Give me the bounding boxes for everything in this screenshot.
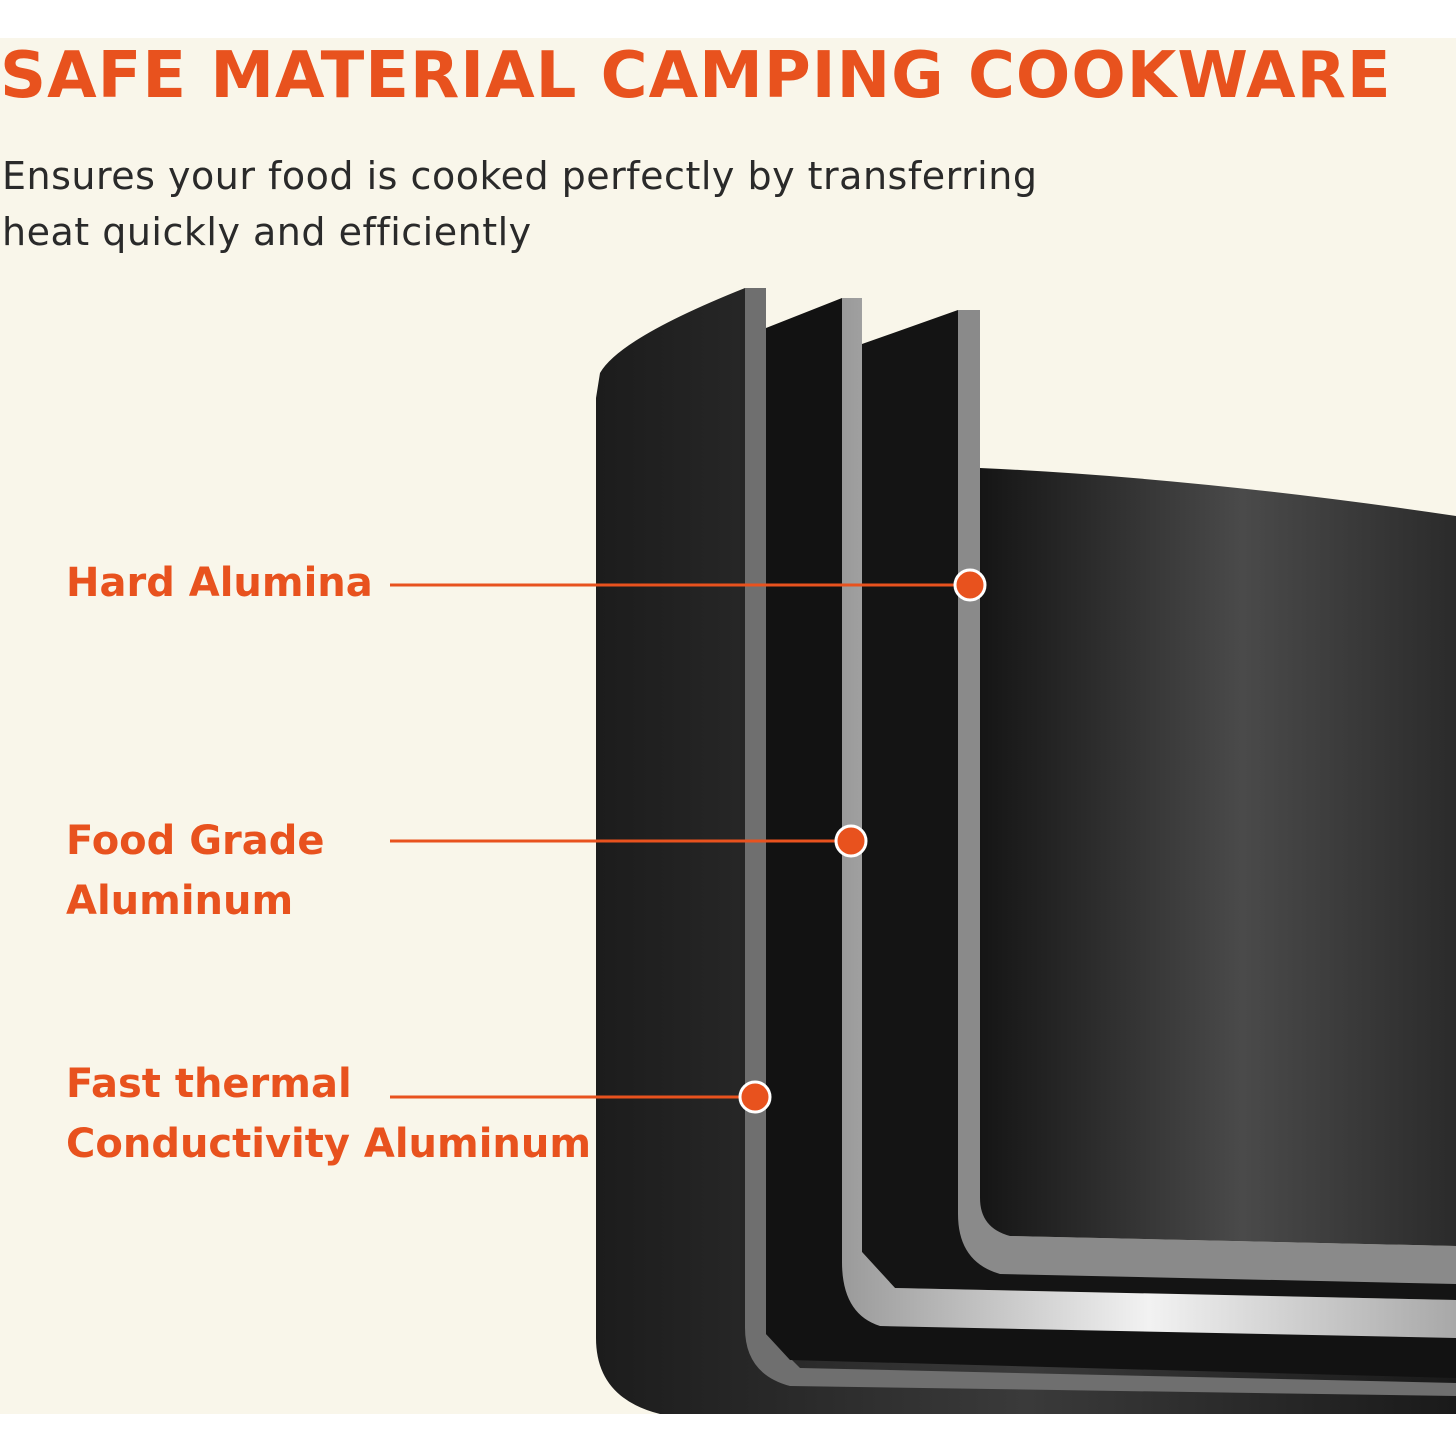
thermal-marker — [738, 1080, 772, 1114]
layer-label-line: Food Grade — [66, 818, 325, 864]
cookware-cross-section — [390, 288, 1456, 1414]
subtitle-line: heat quickly and efficiently — [2, 210, 532, 254]
hard-alumina-marker — [953, 568, 987, 602]
subtitle: Ensures your food is cooked perfectly by… — [2, 148, 1122, 260]
outer-layer — [596, 288, 1456, 1414]
layer-label-line: Aluminum — [66, 878, 294, 924]
layer-label-food-grade-aluminum: Food Grade Aluminum — [66, 811, 325, 931]
product-panel: SAFE MATERIAL CAMPING COOKWARE Ensures y… — [0, 38, 1456, 1414]
layer-label-line: Conductivity Aluminum — [66, 1121, 592, 1167]
food-grade-marker — [834, 824, 868, 858]
layer-label-line: Fast thermal — [66, 1061, 352, 1107]
layer-label-thermal-aluminum: Fast thermal Conductivity Aluminum — [66, 1054, 591, 1174]
headline: SAFE MATERIAL CAMPING COOKWARE — [0, 39, 1392, 113]
subtitle-line: Ensures your food is cooked perfectly by… — [2, 154, 1038, 198]
layer-label-line: Hard Alumina — [66, 560, 373, 606]
pot-interior — [980, 468, 1456, 1246]
layer-label-hard-alumina: Hard Alumina — [66, 553, 373, 613]
